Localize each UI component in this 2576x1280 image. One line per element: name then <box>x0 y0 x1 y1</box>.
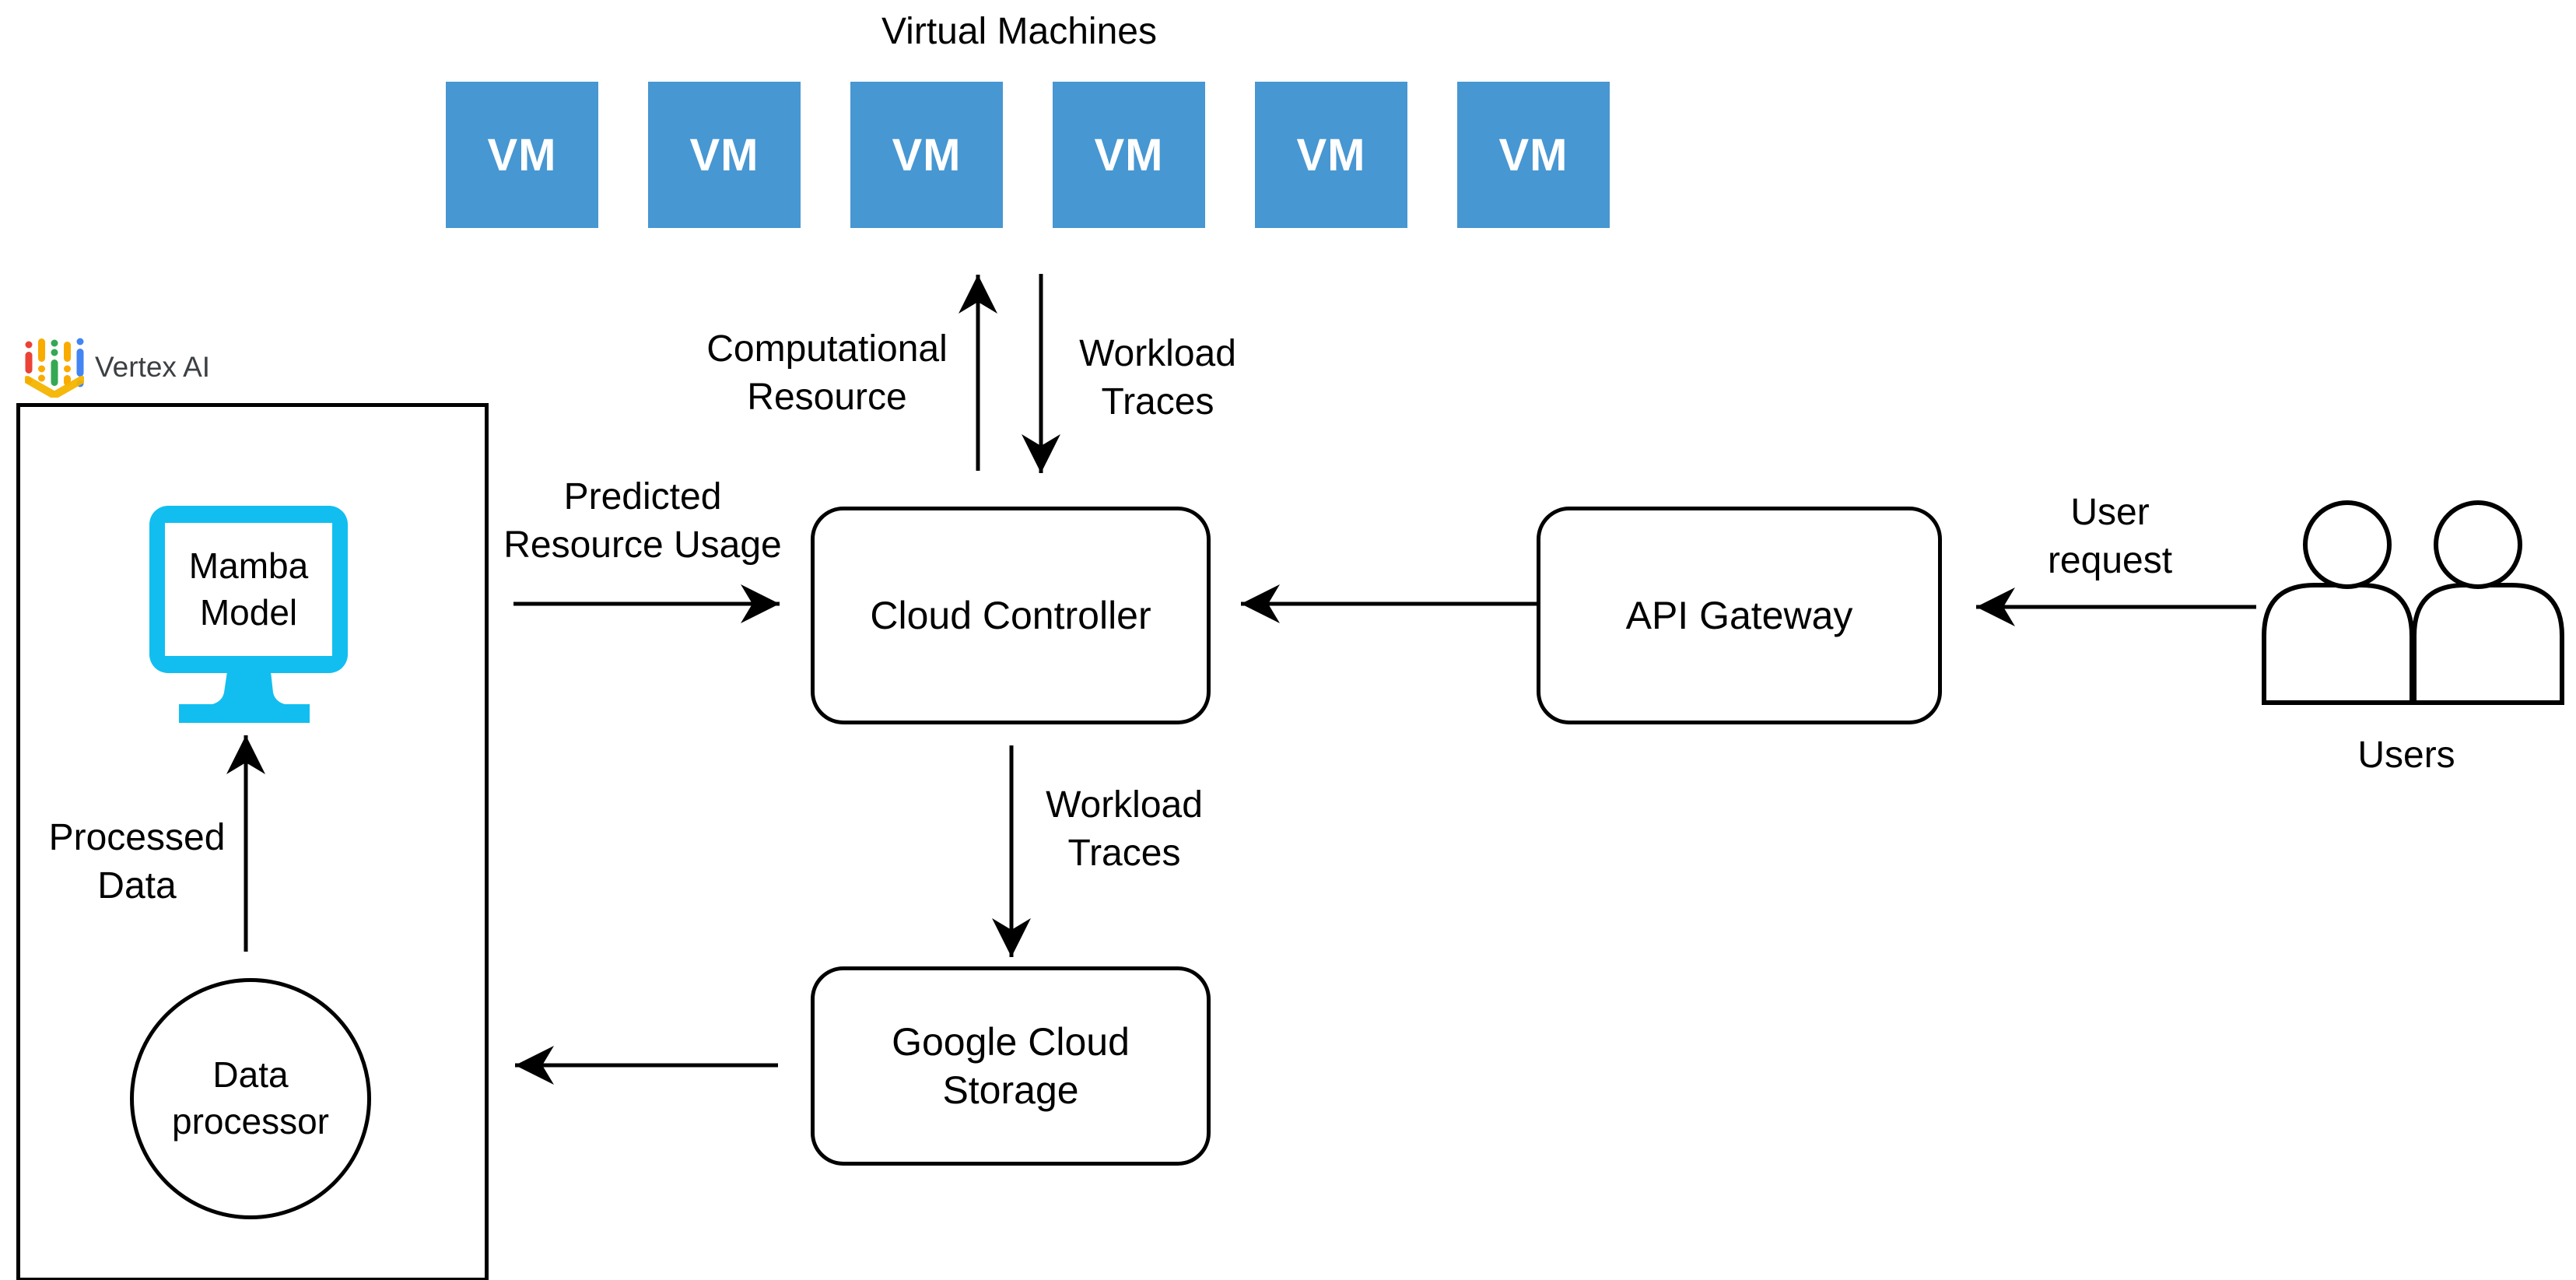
vm-box: VM <box>648 82 801 228</box>
virtual-machines-title: Virtual Machines <box>881 11 1157 52</box>
users-label: Users <box>2357 735 2455 776</box>
api-gateway-box: API Gateway <box>1537 507 1942 724</box>
computational-resource-line1: Computational <box>706 328 948 370</box>
workload-traces-top-line1: Workload <box>1079 333 1236 374</box>
mamba-model-line1: Mamba <box>188 545 309 586</box>
cloud-controller-box: Cloud Controller <box>811 507 1211 724</box>
data-processor-circle: Data processor <box>130 978 371 1219</box>
vertex-ai-label: Vertex AI <box>95 351 211 383</box>
computational-resource-line2: Resource <box>747 377 907 419</box>
user-request-line2: request <box>2047 540 2173 582</box>
vertex-ai-container <box>16 403 489 1280</box>
vertex-ai-logo-icon <box>25 338 84 398</box>
data-processor-line1: Data <box>212 1054 289 1096</box>
vm-box: VM <box>446 82 598 228</box>
processed-data-label: Processed Data <box>20 814 254 911</box>
processed-data-line1: Processed <box>48 817 226 858</box>
gcs-line2: Storage <box>942 1068 1079 1112</box>
workload-traces-bottom-label: Workload Traces <box>1023 781 1225 878</box>
vm-box: VM <box>850 82 1003 228</box>
predicted-resource-usage-line1: Predicted <box>563 476 722 517</box>
user-request-label: User request <box>1993 489 2227 586</box>
user-request-line1: User <box>2070 492 2150 533</box>
workload-traces-bottom-line1: Workload <box>1046 784 1203 826</box>
vertex-ai-header: Vertex AI <box>25 335 210 400</box>
computational-resource-label: Computational Resource <box>671 325 983 423</box>
vm-box: VM <box>1255 82 1407 228</box>
users-icon <box>2262 500 2564 705</box>
workload-traces-top-line2: Traces <box>1101 381 1214 423</box>
processed-data-line2: Data <box>97 865 177 907</box>
workload-traces-bottom-line2: Traces <box>1067 833 1181 875</box>
mamba-model-label: Mamba Model <box>165 523 332 656</box>
workload-traces-top-label: Workload Traces <box>1057 330 1259 427</box>
api-gateway-label: API Gateway <box>1625 593 1853 637</box>
mamba-model-line2: Model <box>199 591 298 633</box>
predicted-resource-usage-line2: Resource Usage <box>503 524 782 566</box>
data-processor-line2: processor <box>172 1101 329 1141</box>
predicted-resource-usage-label: Predicted Resource Usage <box>487 473 798 570</box>
google-cloud-storage-box: Google Cloud Storage <box>811 966 1211 1166</box>
gcs-line1: Google Cloud <box>892 1019 1130 1064</box>
vm-box: VM <box>1457 82 1610 228</box>
mamba-model-monitor-icon <box>149 506 348 723</box>
cloud-controller-label: Cloud Controller <box>870 593 1151 637</box>
vm-box: VM <box>1053 82 1205 228</box>
